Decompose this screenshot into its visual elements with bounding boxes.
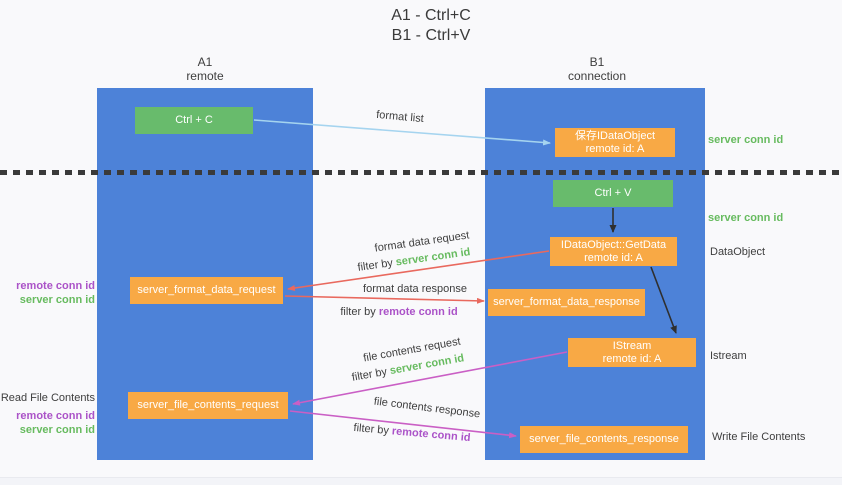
edge-label-filter-by-remote-conn-id-1: filter by remote conn id bbox=[340, 306, 457, 318]
node-server-format-data-request: server_format_data_request bbox=[130, 277, 283, 304]
right-label-istream: Istream bbox=[710, 350, 747, 362]
edge-label-format-list: format list bbox=[375, 108, 425, 126]
node-istream-line1: IStream bbox=[612, 339, 652, 352]
diagram-title: A1 - Ctrl+C B1 - Ctrl+V bbox=[321, 6, 541, 46]
lane-b1-title: B1 bbox=[589, 55, 605, 69]
lane-a1-subtitle: remote bbox=[186, 69, 224, 83]
node-format-response-label: server_format_data_response bbox=[493, 296, 640, 308]
node-file-response-label: server_file_contents_response bbox=[529, 433, 679, 445]
node-server-format-data-response: server_format_data_response bbox=[488, 289, 645, 316]
node-ctrl-v: Ctrl + V bbox=[553, 180, 673, 207]
right-label-server-conn-id-mid: server conn id bbox=[708, 212, 784, 224]
left-server-conn-id-1: server conn id bbox=[19, 294, 95, 306]
lane-header-a1: A1 remote bbox=[155, 55, 255, 83]
dotted-separator-line bbox=[0, 170, 842, 175]
node-server-file-contents-response: server_file_contents_response bbox=[520, 426, 688, 453]
filter-by-text: filter by bbox=[356, 256, 397, 274]
node-ctrl-c-label: Ctrl + C bbox=[175, 114, 213, 126]
node-getdata-line1: IDataObject::GetData bbox=[560, 238, 667, 251]
node-format-request-label: server_format_data_request bbox=[137, 284, 276, 296]
filter-by-text: filter by bbox=[353, 421, 393, 438]
title-line-1: A1 - Ctrl+C bbox=[391, 7, 471, 24]
node-ctrl-v-label: Ctrl + V bbox=[594, 187, 632, 199]
left-server-conn-id-2: server conn id bbox=[19, 424, 95, 436]
edge-label-filter-by-server-conn-id-1: filter by server conn id bbox=[357, 246, 471, 274]
right-label-dataobject: DataObject bbox=[710, 246, 766, 258]
arrow-format-data-response bbox=[284, 295, 485, 304]
left-remote-conn-id-1: remote conn id bbox=[16, 280, 95, 292]
node-getdata-line2: remote id: A bbox=[584, 251, 643, 264]
left-label-read-file-contents: Read File Contents bbox=[0, 392, 95, 404]
left-remote-conn-id-2: remote conn id bbox=[16, 410, 95, 422]
left-label-conn-ids-1: remote conn id server conn id bbox=[0, 279, 95, 307]
window-bottom-strip bbox=[0, 477, 842, 485]
right-label-server-conn-id-top: server conn id bbox=[708, 134, 784, 146]
edge-label-file-contents-response: file contents response bbox=[373, 395, 481, 421]
filter-by-text: filter by bbox=[340, 306, 379, 318]
title-line-2: B1 - Ctrl+V bbox=[391, 27, 471, 44]
lane-header-b1: B1 connection bbox=[547, 55, 647, 83]
node-istream-line2: remote id: A bbox=[602, 352, 662, 365]
left-label-conn-ids-2: remote conn id server conn id bbox=[0, 409, 95, 437]
right-label-write-file-contents: Write File Contents bbox=[712, 431, 806, 443]
edge-label-format-data-response: format data response bbox=[363, 283, 467, 295]
node-save-idataobject: 保存IDataObject remote id: A bbox=[555, 128, 675, 157]
node-idataobject-getdata: IDataObject::GetData remote id: A bbox=[550, 237, 677, 266]
node-server-file-contents-request: server_file_contents_request bbox=[128, 392, 288, 419]
node-save-idataobject-line2: remote id: A bbox=[585, 142, 645, 155]
edge-label-filter-by-remote-conn-id-2: filter by remote conn id bbox=[353, 422, 471, 444]
node-ctrl-c: Ctrl + C bbox=[135, 107, 253, 134]
lane-a1-title: A1 bbox=[197, 55, 213, 69]
node-istream: IStream remote id: A bbox=[568, 338, 696, 367]
filter-by-text: filter by bbox=[350, 365, 391, 384]
remote-conn-id-text: remote conn id bbox=[391, 425, 471, 445]
node-file-request-label: server_file_contents_request bbox=[137, 399, 279, 411]
remote-conn-id-text: remote conn id bbox=[378, 306, 458, 318]
lane-b1-subtitle: connection bbox=[567, 69, 627, 83]
node-save-idataobject-line1: 保存IDataObject bbox=[574, 129, 656, 142]
